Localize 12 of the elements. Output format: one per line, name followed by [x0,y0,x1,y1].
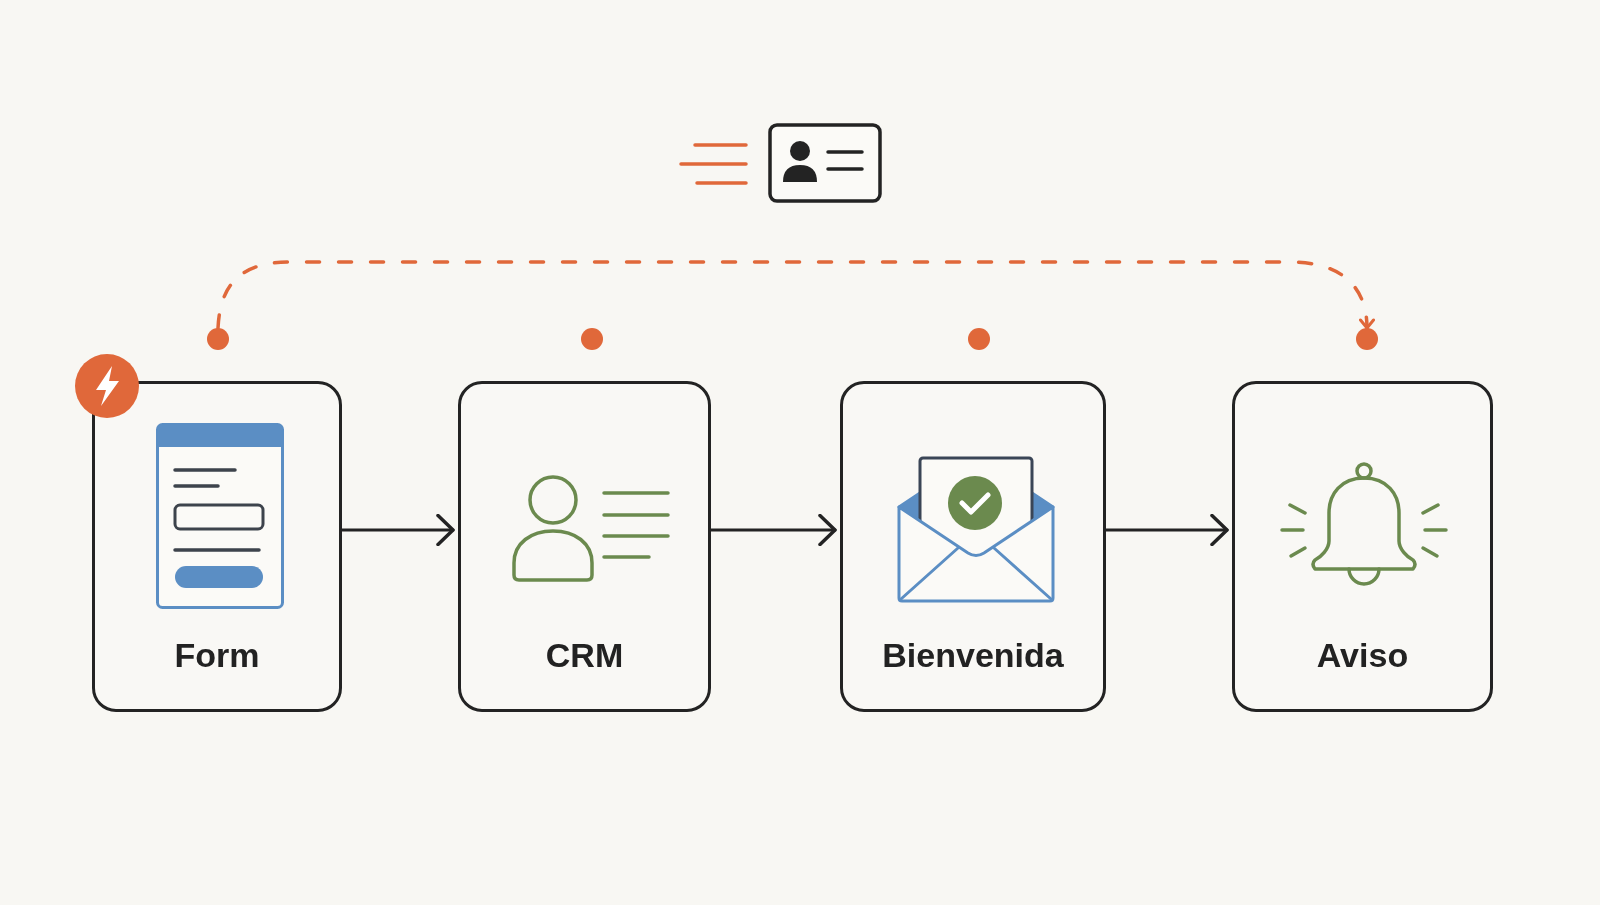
arrow [1104,513,1229,547]
step-label: CRM [545,635,624,676]
step-box [1232,381,1493,712]
arrow [709,513,837,547]
step-label: Aviso [1316,635,1409,676]
dashed-arrow [216,260,1375,330]
step-box [92,381,342,712]
step-box [840,381,1106,712]
arrow [340,513,455,547]
step-box [458,381,711,712]
step-label: Form [174,635,260,676]
step-label: Bienvenida [882,635,1064,676]
